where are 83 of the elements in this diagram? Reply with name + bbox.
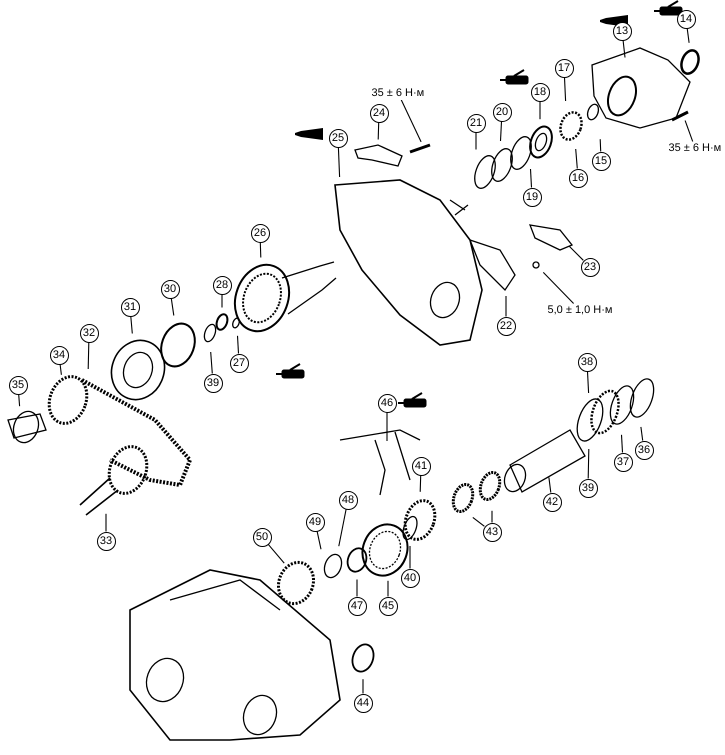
leader-line [530,168,532,188]
callout-number: 18 [530,82,550,102]
callout-number: 23 [580,258,600,276]
callout-number: 45 [378,596,398,616]
leader-line [387,580,389,596]
leader-line [542,272,574,304]
leader-line [548,477,552,493]
callout-number: 34 [50,346,68,364]
callout-number: 20 [492,102,512,122]
leader-line [400,99,422,142]
leader-line [539,102,541,120]
callout-number: 38 [578,352,596,372]
leader-line [386,412,388,441]
callout-number: 21 [466,114,486,132]
callout-number: 27 [230,354,248,372]
leader-line [210,352,213,374]
callout-number: 39 [204,374,222,392]
callout-number: 40 [400,568,420,588]
callout-number: 19 [522,188,542,206]
callout-number: 17 [554,58,574,78]
leader-line [475,132,477,150]
leader-line [500,121,502,142]
callout-number: 13 [612,22,632,40]
leader-line [622,40,626,58]
callout-number: 37 [614,452,632,472]
leader-line [338,509,347,546]
leader-line [105,514,107,532]
leader-line [88,342,90,370]
leader-line [316,531,322,550]
torque-value: 35 ± 6 Н·м [668,142,722,154]
leader-line [236,336,240,354]
callout-number: 15 [592,152,610,170]
leader-line [564,77,566,102]
callout-number: 32 [80,324,98,342]
callout-number: 47 [348,596,366,616]
callout-number: 35 [8,376,28,394]
leader-line [505,296,507,316]
torque-value: 35 ± 6 Н·м [372,86,424,100]
callout-number: 46 [378,394,396,412]
leader-line [600,139,602,152]
callout-number: 36 [634,440,654,460]
leader-line [362,679,364,694]
callout-number: 25 [328,128,348,148]
leader-line [472,516,485,527]
leader-line [338,147,340,178]
callout-number: 14 [676,10,696,28]
torque-value: 5,0 ± 1,0 Н·м [548,304,612,316]
callout-number: 16 [568,168,588,188]
leader-line [221,294,223,308]
leader-line [420,475,422,492]
callout-number: 33 [96,532,116,550]
leader-line [684,120,694,142]
leader-line [60,364,62,375]
leader-line [378,122,380,140]
callout-number: 26 [250,224,270,242]
leader-line [356,580,358,596]
leader-line [260,242,262,258]
callout-number: 42 [542,492,562,512]
callout-number: 48 [338,490,358,510]
callout-number: 43 [482,522,502,542]
leader-line [586,371,590,394]
leader-line [620,434,624,453]
callout-number: 30 [160,280,180,298]
callout-number: 44 [354,694,372,712]
leader-line [18,394,20,406]
leader-line [686,28,690,43]
leader-line [569,246,584,261]
leader-line [640,426,644,441]
leader-line [409,546,411,568]
callout-number: 39 [578,478,598,498]
callout-number: 49 [306,512,324,532]
leader-line [491,510,493,522]
callout-number: 31 [120,298,140,316]
callout-number: 24 [370,104,388,122]
callout-number: 41 [412,456,430,476]
leader-line [170,298,174,316]
callout-number: 28 [212,276,232,294]
callout-number: 50 [252,528,272,546]
leader-line [268,544,285,564]
callout-number: 22 [496,316,516,336]
leader-line [130,316,133,334]
leader-line [575,148,578,169]
leader-line [588,448,590,479]
